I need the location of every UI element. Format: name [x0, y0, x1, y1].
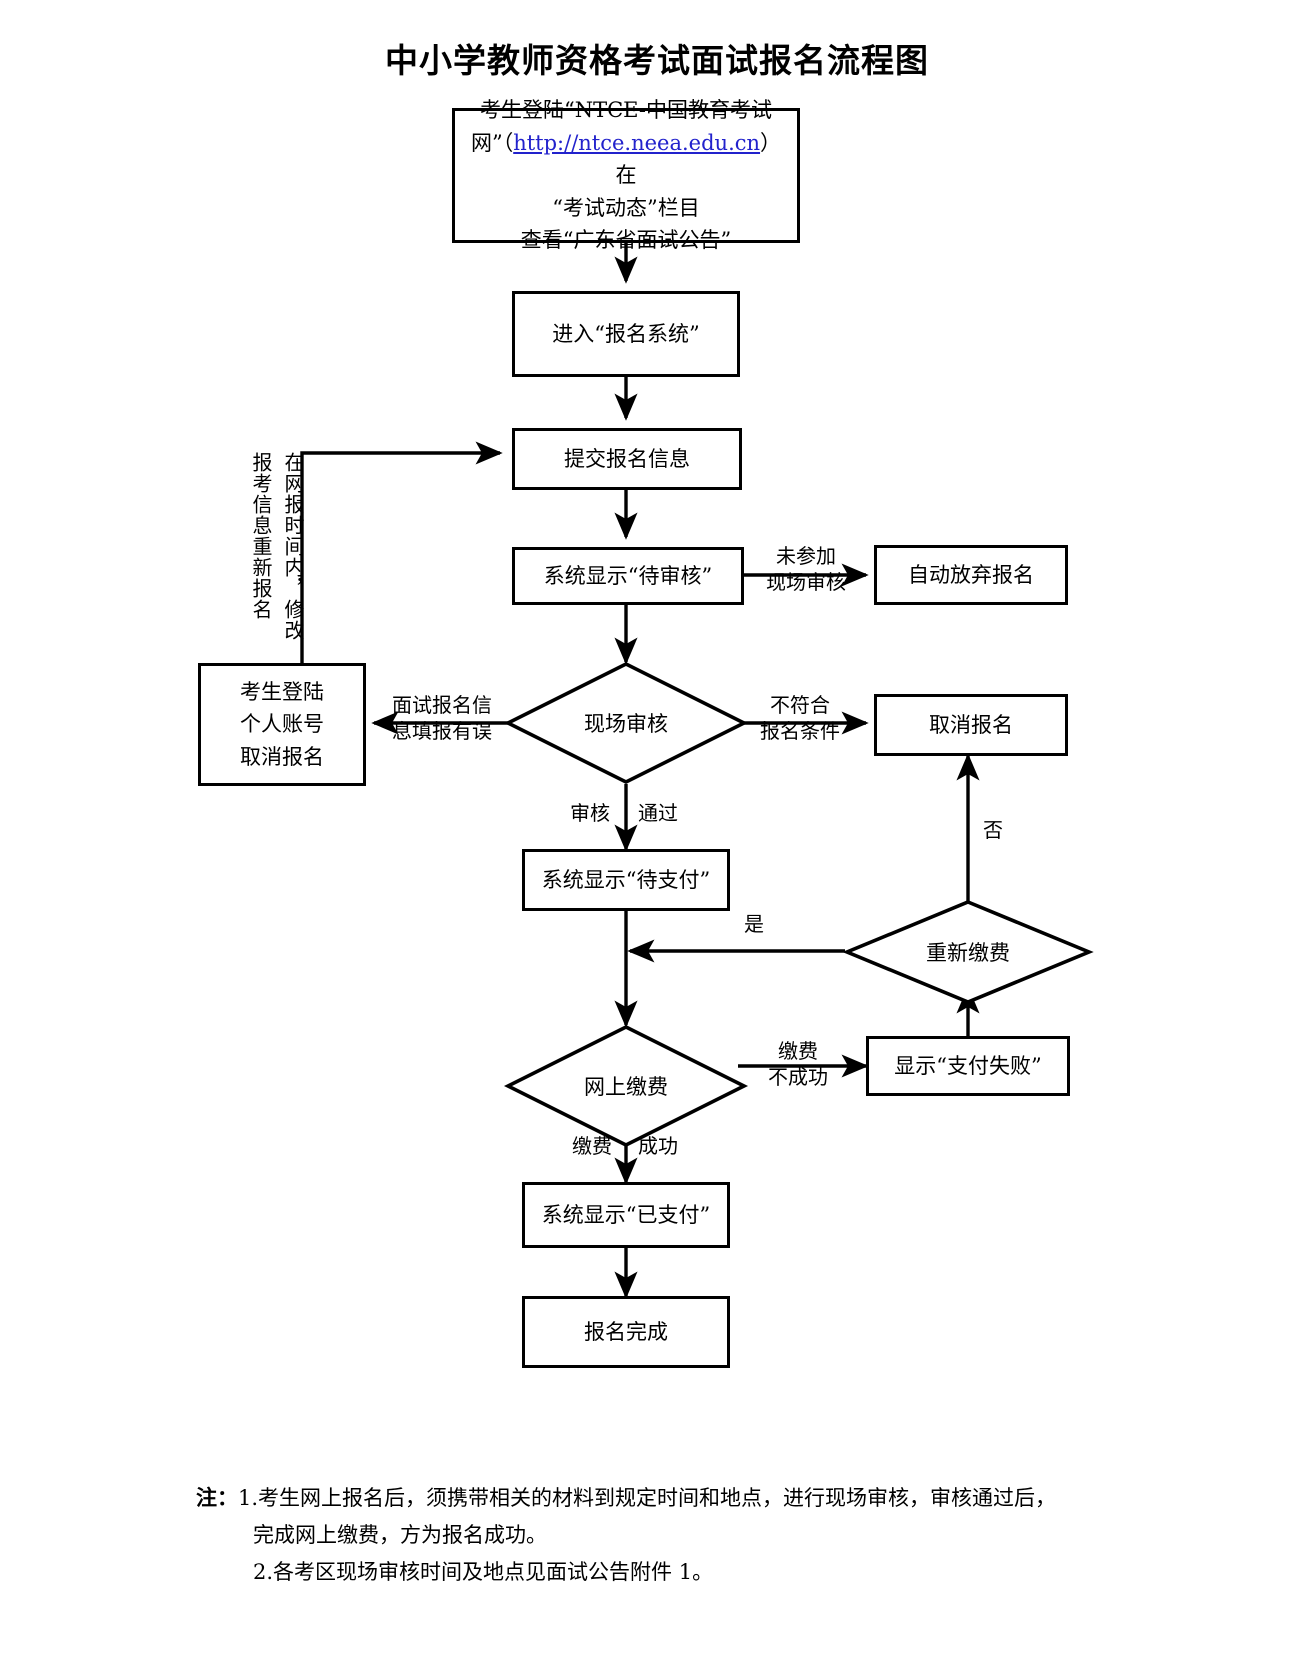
edge-label-repay-no: 否 — [983, 818, 1003, 842]
submit-info-label: 提交报名信息 — [564, 446, 690, 471]
note-head: 注： — [196, 1485, 238, 1510]
note-1-body: 1.考生网上报名后，须携带相关的材料到规定时间和地点，进行现场审核，审核通过后， — [238, 1480, 1206, 1517]
edge-label-not-attend-review: 未参加 现场审核 — [766, 543, 846, 595]
node-cancel-registration[interactable]: 取消报名 — [874, 694, 1068, 756]
node-submit-info[interactable]: 提交报名信息 — [512, 428, 742, 490]
node-repay[interactable]: 重新缴费 — [842, 900, 1094, 1004]
pay-fail-line-1: 缴费 — [778, 1039, 818, 1063]
onsite-review-label: 现场审核 — [584, 712, 668, 736]
node-status-pending-payment[interactable]: 系统显示“待支付” — [522, 849, 730, 911]
login-site-line-4: 查看“广东省面试公告” — [520, 228, 732, 253]
edge-label-modify-vertical: 在网报时间内，修改 — [281, 452, 305, 641]
edge-label-info-error: 面试报名信 息填报有误 — [392, 692, 492, 744]
edge-label-review-pass-right: 通过 — [638, 801, 678, 825]
login-site-line-2-suffix: ）在 — [615, 130, 782, 188]
info-error-line-1: 面试报名信 — [392, 693, 492, 717]
repay-label: 重新缴费 — [926, 941, 1010, 965]
edge-label-not-qualified: 不符合 报名条件 — [760, 692, 840, 744]
page-title: 中小学教师资格考试面试报名流程图 — [385, 41, 929, 80]
cancel-by-candidate-line-3: 取消报名 — [240, 744, 324, 769]
node-payment-failed[interactable]: 显示“支付失败” — [866, 1036, 1070, 1096]
note-item-2: 2.各考区现场审核时间及地点见面试公告附件 1。 — [253, 1559, 714, 1584]
online-payment-label: 网上缴费 — [584, 1075, 668, 1099]
cancel-by-candidate-line-1: 考生登陆 — [240, 679, 324, 704]
not-attend-review-line-1: 未参加 — [776, 544, 836, 568]
status-pending-payment-label: 系统显示“待支付” — [541, 867, 711, 892]
cancel-registration-label: 取消报名 — [929, 712, 1013, 737]
node-enter-system[interactable]: 进入“报名系统” — [512, 291, 740, 377]
status-pending-review-label: 系统显示“待审核” — [543, 563, 713, 588]
payment-failed-label: 显示“支付失败” — [894, 1053, 1042, 1078]
cancel-by-candidate-line-2: 个人账号 — [240, 712, 324, 737]
node-online-payment[interactable]: 网上缴费 — [503, 1024, 749, 1148]
registration-complete-label: 报名完成 — [584, 1319, 668, 1344]
pay-fail-line-2: 不成功 — [768, 1065, 828, 1089]
note-1-line-1: 考生网上报名后，须携带相关的材料到规定时间和地点，进行现场审核，审核通过后， — [258, 1486, 1057, 1510]
footer-notes: 注： 1.考生网上报名后，须携带相关的材料到规定时间和地点，进行现场审核，审核通… — [196, 1480, 1206, 1590]
login-site-line-3: “考试动态”栏目 — [552, 195, 700, 220]
not-attend-review-line-2: 现场审核 — [766, 570, 846, 594]
node-status-pending-review[interactable]: 系统显示“待审核” — [512, 547, 744, 605]
node-auto-abandon[interactable]: 自动放弃报名 — [874, 545, 1068, 605]
note-item-1: 注： 1.考生网上报名后，须携带相关的材料到规定时间和地点，进行现场审核，审核通… — [196, 1480, 1206, 1517]
node-onsite-review[interactable]: 现场审核 — [503, 661, 749, 785]
login-site-line-1: 考生登陆“NTCE-中国教育考试 — [480, 98, 772, 123]
info-error-line-2: 息填报有误 — [392, 719, 492, 743]
edge-label-repay-yes: 是 — [744, 912, 764, 936]
edge-label-pay-success-left: 缴费 — [572, 1134, 612, 1158]
login-site-line-2: 网”（http://ntce.neea.edu.cn）在 — [461, 127, 791, 192]
enter-system-label: 进入“报名系统” — [552, 321, 700, 346]
edge-label-review-pass-left: 审核 — [570, 801, 610, 825]
edge-label-pay-success-right: 成功 — [638, 1134, 678, 1158]
login-site-line-2-prefix: 网”（ — [470, 130, 514, 155]
not-qualified-line-2: 报名条件 — [760, 719, 840, 743]
node-status-paid[interactable]: 系统显示“已支付” — [522, 1182, 730, 1248]
edge-label-pay-fail: 缴费 不成功 — [768, 1038, 828, 1090]
note-1-line-2: 完成网上缴费，方为报名成功。 — [253, 1522, 547, 1547]
auto-abandon-label: 自动放弃报名 — [908, 562, 1034, 587]
not-qualified-line-1: 不符合 — [770, 693, 830, 717]
node-login-site[interactable]: 考生登陆“NTCE-中国教育考试 网”（http://ntce.neea.edu… — [452, 98, 800, 252]
edge-label-resubmit-vertical: 报考信息重新报名 — [249, 452, 273, 620]
note-1-number: 1. — [238, 1486, 259, 1510]
node-registration-complete[interactable]: 报名完成 — [522, 1296, 730, 1368]
ntce-website-link[interactable]: http://ntce.neea.edu.cn — [513, 130, 761, 155]
node-cancel-by-candidate[interactable]: 考生登陆 个人账号 取消报名 — [198, 663, 366, 786]
status-paid-label: 系统显示“已支付” — [541, 1202, 711, 1227]
